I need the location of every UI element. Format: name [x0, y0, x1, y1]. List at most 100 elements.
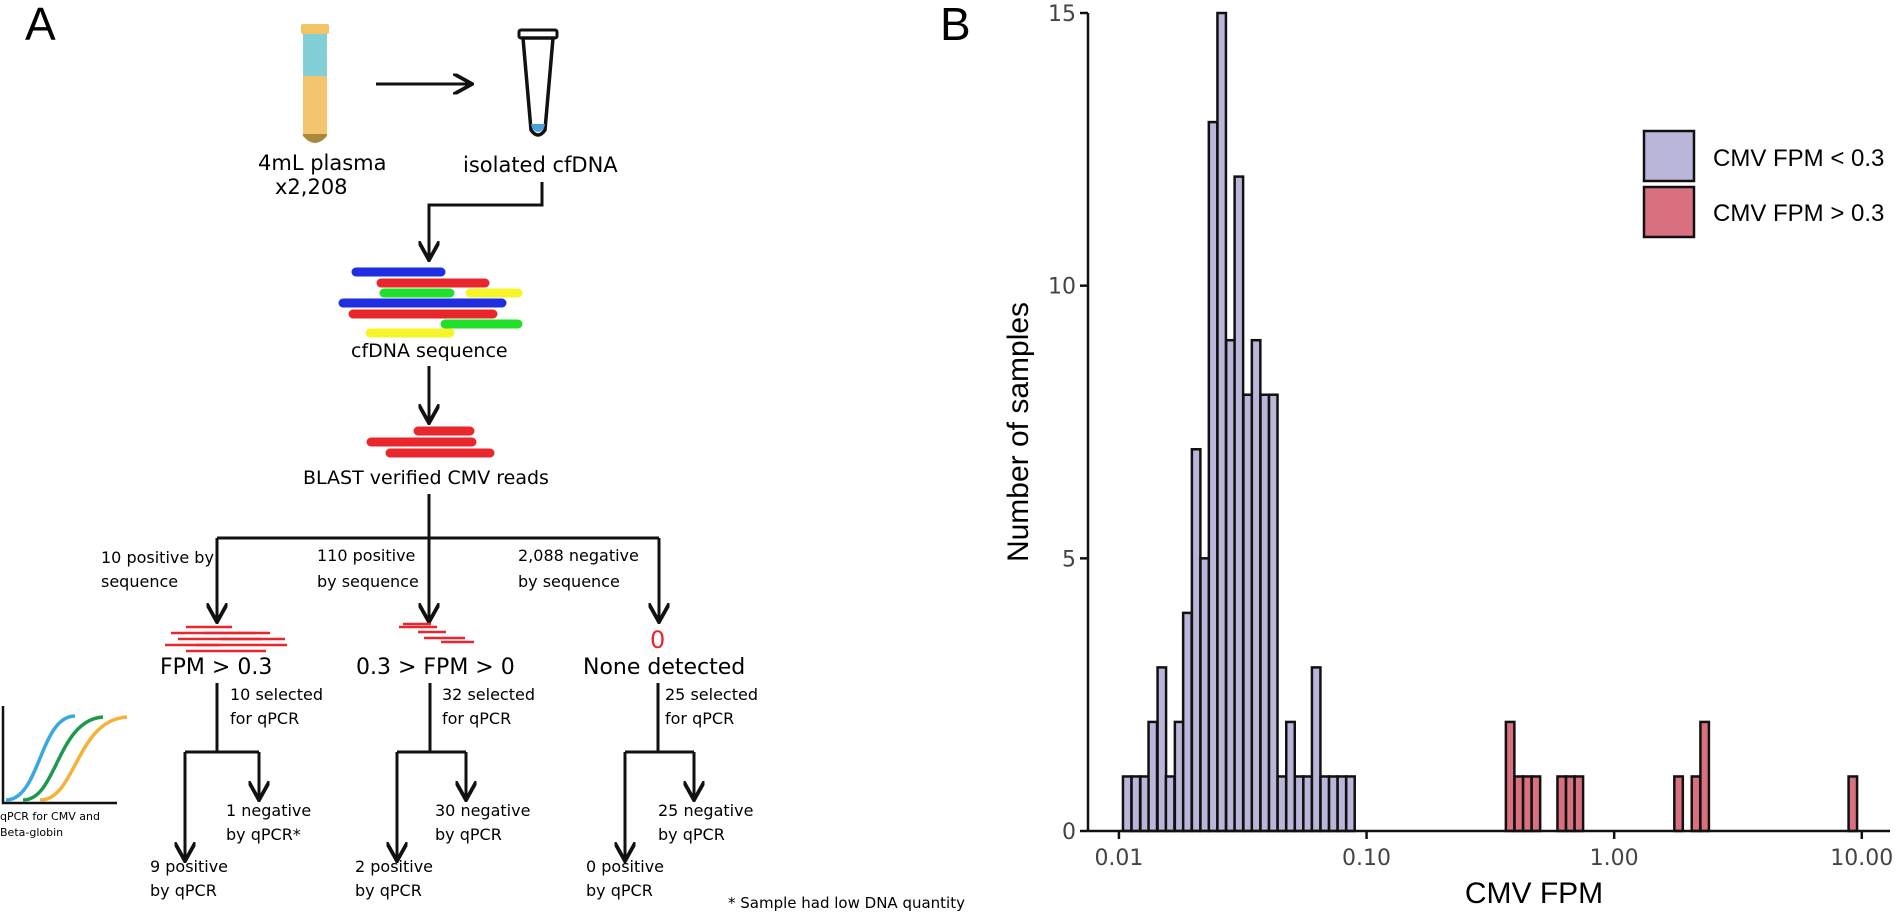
- panel-b-letter: B: [940, 0, 971, 50]
- legend-label-high: CMV FPM > 0.3: [1713, 200, 1884, 227]
- histogram-bar-high-10: [1847, 775, 1859, 833]
- histogram-bar-low-21: [1302, 775, 1314, 833]
- sequence-label: cfDNA sequence: [351, 340, 508, 362]
- histogram-bar-low-26: [1344, 775, 1356, 833]
- histogram-bar-low-19: [1285, 720, 1296, 833]
- branch2-negative-line1: 30 negative: [435, 801, 530, 820]
- qpcr-subtrees: [185, 683, 694, 859]
- branch3-negative-line1: 25 negative: [658, 801, 753, 820]
- histogram-bar-high-2: [1521, 775, 1533, 833]
- histogram-bar-high-0: [1504, 720, 1516, 833]
- branch3-category: None detected: [583, 655, 745, 680]
- blast-label: BLAST verified CMV reads: [303, 467, 549, 489]
- x-tick-label-0: 0.01: [1094, 846, 1143, 871]
- y-tick-label-3: 15: [1048, 2, 1076, 27]
- histogram-bar-high-4: [1556, 775, 1568, 833]
- branch-tree: [217, 494, 659, 620]
- histogram-bar-low-0: [1121, 775, 1133, 833]
- histogram-bar-high-8: [1690, 775, 1702, 833]
- histogram-bar-low-16: [1259, 393, 1271, 833]
- branch1-reads-graphic: [165, 625, 287, 653]
- legend-label-low: CMV FPM < 0.3: [1713, 145, 1884, 172]
- histogram-bar-high-5: [1564, 775, 1576, 833]
- histogram-bar-low-13: [1233, 175, 1245, 833]
- x-tick-label-1: 0.10: [1342, 846, 1391, 871]
- branch2-negative-line2: by qPCR: [435, 825, 502, 844]
- legend-swatch-high: [1642, 185, 1696, 239]
- histogram-bar-low-20: [1293, 775, 1305, 833]
- histogram-bar-low-10: [1207, 120, 1219, 833]
- branch3-positive-line2: by qPCR: [586, 881, 653, 900]
- branch2-reads-graphic: [399, 622, 474, 644]
- panel-b-histogram: B 0 5 10 15 0.01 0.10 1.00 10.00 Number of samp…: [940, 0, 1893, 910]
- branch3-selected-line2: for qPCR: [665, 709, 734, 728]
- branch2-selected-line2: for qPCR: [442, 709, 511, 728]
- histogram-bar-high-3: [1530, 775, 1542, 833]
- histogram-bar-high-9: [1699, 720, 1711, 833]
- histogram-bar-low-24: [1327, 775, 1339, 833]
- legend: CMV FPM < 0.3 CMV FPM > 0.3: [1642, 129, 1884, 239]
- branch3-negative-line2: by qPCR: [658, 825, 725, 844]
- branch2-positive-line2: by qPCR: [355, 881, 422, 900]
- branch1-positive-line2: by qPCR: [150, 881, 217, 900]
- footnote: * Sample had low DNA quantity: [728, 894, 965, 912]
- y-axis-label: Number of samples: [1002, 302, 1035, 562]
- x-tick-label-2: 1.00: [1590, 846, 1639, 871]
- branch2-seq-line2: by sequence: [317, 572, 419, 591]
- plasma-count: x2,208: [275, 175, 348, 199]
- branch1-positive-line1: 9 positive: [150, 857, 228, 876]
- y-tick-label-0: 0: [1062, 820, 1076, 845]
- cmv-reads-graphic: [366, 426, 495, 458]
- branch1-selected-line1: 10 selected: [230, 685, 323, 704]
- branch1-category: FPM > 0.3: [160, 655, 272, 680]
- cfdna-reads-graphic: [338, 267, 523, 338]
- histogram-bar-high-7: [1673, 775, 1685, 833]
- histogram-bar-low-11: [1216, 11, 1228, 833]
- y-tick-label-1: 5: [1062, 547, 1076, 572]
- branch1-negative-line2: by qPCR*: [226, 825, 301, 844]
- qpcr-label-line2: Beta-globin: [0, 826, 63, 839]
- x-axis-label: CMV FPM: [1465, 877, 1603, 910]
- branch1-seq-line1: 10 positive by: [101, 548, 214, 567]
- branch3-marker: 0: [650, 626, 665, 654]
- isolated-label: isolated cfDNA: [463, 153, 618, 177]
- microtube-icon: [517, 28, 559, 137]
- branch1-seq-line2: sequence: [101, 572, 178, 591]
- branch2-positive-line1: 2 positive: [355, 857, 433, 876]
- histogram-bar-low-25: [1336, 775, 1348, 833]
- histogram-bar-low-17: [1267, 393, 1279, 833]
- histogram-bars: [1121, 11, 1859, 833]
- qpcr-curves-icon: [1, 706, 128, 805]
- arrow-to-sequence: [429, 182, 544, 258]
- histogram-bar-low-3: [1147, 720, 1159, 833]
- histogram-bar-low-18: [1276, 775, 1288, 833]
- histogram-bar-low-8: [1190, 448, 1202, 833]
- branch2-seq-line1: 110 positive: [317, 546, 415, 565]
- panel-a-flowchart: A 4mL plasma x2,208 isolated cfDNA: [0, 0, 965, 912]
- histogram-bar-high-6: [1573, 775, 1585, 833]
- branch2-selected-line1: 32 selected: [442, 685, 535, 704]
- branch3-seq-line1: 2,088 negative: [518, 546, 639, 565]
- qpcr-label-line1: qPCR for CMV and: [0, 810, 100, 823]
- histogram-bar-low-15: [1250, 338, 1262, 833]
- histogram-bar-low-1: [1130, 775, 1142, 833]
- plasma-label: 4mL plasma: [258, 151, 387, 175]
- histogram-bar-high-1: [1513, 775, 1525, 833]
- histogram-bar-low-7: [1181, 611, 1193, 833]
- branch3-positive-line1: 0 positive: [586, 857, 664, 876]
- x-tick-label-3: 10.00: [1830, 846, 1893, 871]
- branch1-negative-line1: 1 negative: [226, 801, 311, 820]
- y-tick-label-2: 10: [1048, 275, 1076, 300]
- histogram-bar-low-23: [1319, 775, 1331, 833]
- legend-swatch-low: [1642, 129, 1696, 183]
- branch3-seq-line2: by sequence: [518, 572, 620, 591]
- histogram-bar-low-22: [1310, 666, 1322, 833]
- branch1-selected-line2: for qPCR: [230, 709, 299, 728]
- histogram-bar-low-5: [1164, 775, 1176, 833]
- panel-a-letter: A: [25, 0, 56, 50]
- plasma-tube-icon: [301, 24, 329, 143]
- branch3-selected-line1: 25 selected: [665, 685, 758, 704]
- histogram-axes: 0 5 10 15 0.01 0.10 1.00 10.00: [1048, 2, 1893, 871]
- branch2-category: 0.3 > FPM > 0: [356, 655, 515, 680]
